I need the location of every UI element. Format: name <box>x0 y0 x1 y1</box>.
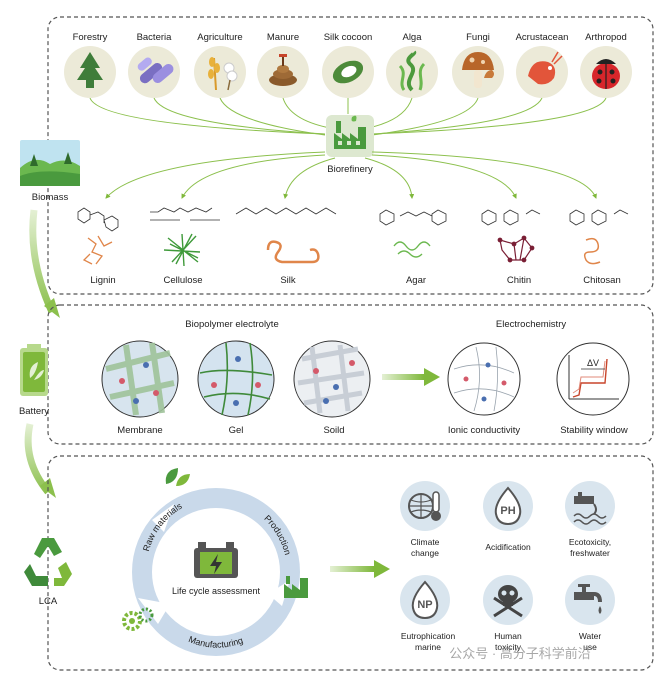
electrolyte-type-label: Membrane <box>117 425 162 436</box>
source-label: Acrustacean <box>516 32 569 43</box>
electrochem-item-label: Stability window <box>560 425 628 436</box>
ph-drop-icon: PH <box>483 481 533 531</box>
polymer-connectors <box>105 151 597 199</box>
impact-label: toxicity <box>495 642 522 652</box>
water-pipe-icon <box>565 481 615 531</box>
silk-illustration <box>266 240 320 264</box>
polymer-illustrations <box>82 233 601 267</box>
impact-label: Climate <box>411 537 440 547</box>
battery-panel <box>47 304 654 445</box>
cocoon-icon <box>322 46 374 98</box>
impact-label: change <box>411 548 439 558</box>
impact-label: marine <box>415 642 441 652</box>
source-label: Forestry <box>73 32 108 43</box>
impact-label: Human <box>494 631 522 641</box>
mushroom-icon <box>452 46 504 98</box>
stability-window-circle: ΔV <box>556 342 630 416</box>
electrolyte-to-electrochem-arrow <box>382 368 440 386</box>
electrochem-item-label: Ionic conductivity <box>448 425 521 436</box>
source-labels: Forestry Bacteria Agriculture Manure Sil… <box>73 32 627 43</box>
cellulose-illustration <box>163 233 201 267</box>
source-label: Arthropod <box>585 32 627 43</box>
electrolyte-type-label: Soild <box>323 425 344 436</box>
source-label: Agriculture <box>197 32 242 43</box>
biorefinery-label: Biorefinery <box>327 164 373 175</box>
lca-panel <box>47 455 654 671</box>
agar-illustration <box>393 241 431 258</box>
membrane-circle <box>101 340 179 418</box>
electrolyte-type-label: Gel <box>229 425 244 436</box>
thermometer-globe-icon <box>400 481 450 531</box>
factory-small-icon <box>284 576 308 598</box>
chitin-illustration <box>497 235 535 263</box>
polymer-labels: Lignin Cellulose Silk Agar Chitin Chitos… <box>90 275 620 286</box>
recycle-icon <box>24 538 72 586</box>
source-label: Manure <box>267 32 299 43</box>
lca-to-impacts-arrow <box>330 560 390 578</box>
impact-label: Ecotoxicity, <box>569 537 611 547</box>
impact-icons: PH NP <box>400 481 615 625</box>
np-drop-icon: NP <box>400 575 450 625</box>
delta-v-label: ΔV <box>587 358 599 368</box>
lca-center-label: Life cycle assessment <box>172 586 261 596</box>
seaweed-icon <box>386 46 438 98</box>
polymer-label: Cellulose <box>163 275 202 286</box>
bacteria-icon <box>128 46 180 98</box>
impact-label: Water <box>579 631 602 641</box>
ph-glyph: PH <box>500 505 515 517</box>
factory-icon <box>326 115 374 157</box>
electrochem-header: Electrochemistry <box>496 319 566 330</box>
car-battery-icon <box>194 542 238 578</box>
biomass-to-battery-arrow <box>29 209 56 314</box>
ionic-conductivity-circle <box>447 342 521 416</box>
biomass-side-label: Biomass <box>32 192 69 203</box>
source-label: Bacteria <box>137 32 173 43</box>
polymer-structures <box>77 207 629 232</box>
impact-label: Acidification <box>485 542 531 552</box>
polymer-label: Chitosan <box>583 275 621 286</box>
impact-label: freshwater <box>570 548 610 558</box>
faucet-icon <box>565 575 615 625</box>
source-label: Fungi <box>466 32 490 43</box>
source-label: Alga <box>402 32 422 43</box>
polymer-label: Silk <box>280 275 296 286</box>
tree-icon <box>64 46 116 98</box>
polymer-label: Lignin <box>90 275 115 286</box>
source-label: Silk cocoon <box>324 32 373 43</box>
impact-label: Eutrophication <box>401 631 456 641</box>
lca-side-label: LCA <box>39 596 58 607</box>
battery-to-lca-arrow <box>24 423 51 495</box>
gel-circle <box>197 340 275 418</box>
polymer-label: Agar <box>406 275 426 286</box>
electrolyte-header: Biopolymer electrolyte <box>185 319 278 330</box>
polymer-label: Chitin <box>507 275 531 286</box>
chitosan-illustration <box>583 237 601 265</box>
watermark: 公众号 · 高分子科学前沿 <box>449 646 591 661</box>
manure-icon <box>257 46 309 98</box>
lignin-illustration <box>82 235 113 265</box>
ladybug-icon <box>580 46 632 98</box>
shrimp-icon <box>516 46 568 98</box>
battery-side-label: Battery <box>19 406 49 417</box>
skull-icon <box>483 575 533 625</box>
biomass-landscape-icon <box>20 140 80 186</box>
gears-icon <box>122 607 154 631</box>
lca-cycle: Life cycle assessment <box>132 488 300 656</box>
impact-labels: Climate change Acidification Ecotoxicity… <box>401 537 611 652</box>
solid-circle <box>293 340 371 418</box>
battery-icon <box>20 344 48 396</box>
np-glyph: NP <box>417 599 432 611</box>
impact-label: use <box>583 642 597 652</box>
wheat-icon <box>194 46 246 98</box>
leaves-icon <box>165 468 190 486</box>
source-connectors <box>89 97 607 136</box>
source-icons <box>64 46 632 98</box>
